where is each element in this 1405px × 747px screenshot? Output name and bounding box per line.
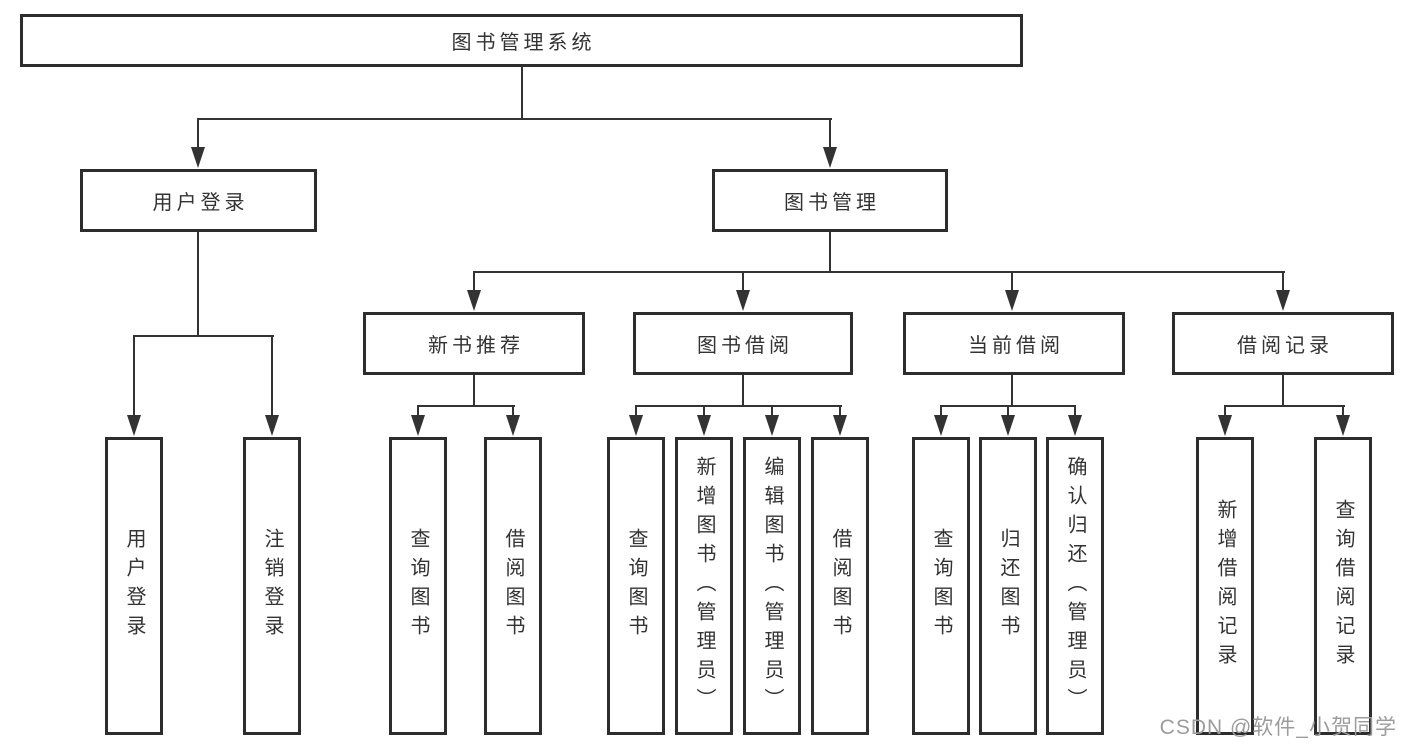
connector-line [512, 405, 514, 418]
arrow-down-icon [823, 147, 837, 168]
connector-line [1282, 271, 1284, 294]
connector-line [1224, 405, 1226, 418]
connector-line [417, 405, 515, 407]
connector-line [521, 66, 523, 120]
leaf-borrow-edit-books-admin: 编辑图书（管理员） [743, 437, 801, 735]
leaf-current-query-books: 查询图书 [912, 437, 970, 735]
connector-line [133, 335, 135, 418]
connector-line [829, 118, 831, 150]
connector-line [1007, 405, 1009, 418]
arrow-down-icon [629, 415, 643, 436]
leaf-records-query-record: 查询借阅记录 [1314, 437, 1372, 735]
connector-line [742, 271, 744, 294]
arrow-down-icon [765, 415, 779, 436]
arrow-down-icon [1068, 415, 1082, 436]
leaf-current-return-books: 归还图书 [979, 437, 1037, 735]
node-new-book-recommend: 新书推荐 [363, 312, 585, 375]
arrow-down-icon [833, 415, 847, 436]
arrow-down-icon [265, 415, 279, 436]
arrow-down-icon [1001, 415, 1015, 436]
leaf-borrow-query-books: 查询图书 [607, 437, 665, 735]
leaf-user-login: 用户登录 [105, 437, 163, 735]
node-book-borrow: 图书借阅 [633, 312, 853, 375]
connector-line [197, 118, 199, 150]
node-current-borrow: 当前借阅 [903, 312, 1125, 375]
arrow-down-icon [934, 415, 948, 436]
connector-line [839, 405, 841, 418]
arrow-down-icon [1336, 415, 1350, 436]
connector-line [940, 405, 942, 418]
connector-line [1074, 405, 1076, 418]
arrow-down-icon [467, 290, 481, 311]
arrow-down-icon [736, 290, 750, 311]
connector-line [473, 271, 475, 294]
connector-line [197, 118, 832, 120]
leaf-records-add-record: 新增借阅记录 [1196, 437, 1254, 735]
connector-line [771, 405, 773, 418]
connector-line [1282, 375, 1284, 407]
node-library-system: 图书管理系统 [20, 14, 1023, 67]
leaf-newbook-query-books: 查询图书 [389, 437, 447, 735]
leaf-borrow-add-books-admin: 新增图书（管理员） [675, 437, 733, 735]
arrow-down-icon [1276, 290, 1290, 311]
node-user-login: 用户登录 [80, 169, 317, 232]
leaf-newbook-borrow-books: 借阅图书 [484, 437, 542, 735]
connector-line [635, 405, 637, 418]
watermark: CSDN @软件_小贺同学 [1159, 716, 1397, 739]
connector-line [742, 375, 744, 407]
connector-line [635, 405, 842, 407]
connector-line [271, 335, 273, 418]
leaf-logout: 注销登录 [243, 437, 301, 735]
connector-line [133, 335, 274, 337]
arrow-down-icon [127, 415, 141, 436]
arrow-down-icon [1218, 415, 1232, 436]
node-borrow-records: 借阅记录 [1172, 312, 1394, 375]
arrow-down-icon [697, 415, 711, 436]
connector-line [829, 232, 831, 273]
arrow-down-icon [1005, 290, 1019, 311]
connector-line [1342, 405, 1344, 418]
connector-line [417, 405, 419, 418]
connector-line [703, 405, 705, 418]
connector-line [1011, 375, 1013, 407]
arrow-down-icon [506, 415, 520, 436]
connector-line [197, 232, 199, 337]
node-book-management: 图书管理 [712, 169, 948, 232]
arrow-down-icon [411, 415, 425, 436]
connector-line [473, 271, 1285, 273]
connector-line [1011, 271, 1013, 294]
connector-line [1224, 405, 1345, 407]
connector-line [473, 375, 475, 407]
arrow-down-icon [191, 147, 205, 168]
leaf-current-confirm-return-admin: 确认归还（管理员） [1046, 437, 1104, 735]
leaf-borrow-borrow-books: 借阅图书 [811, 437, 869, 735]
